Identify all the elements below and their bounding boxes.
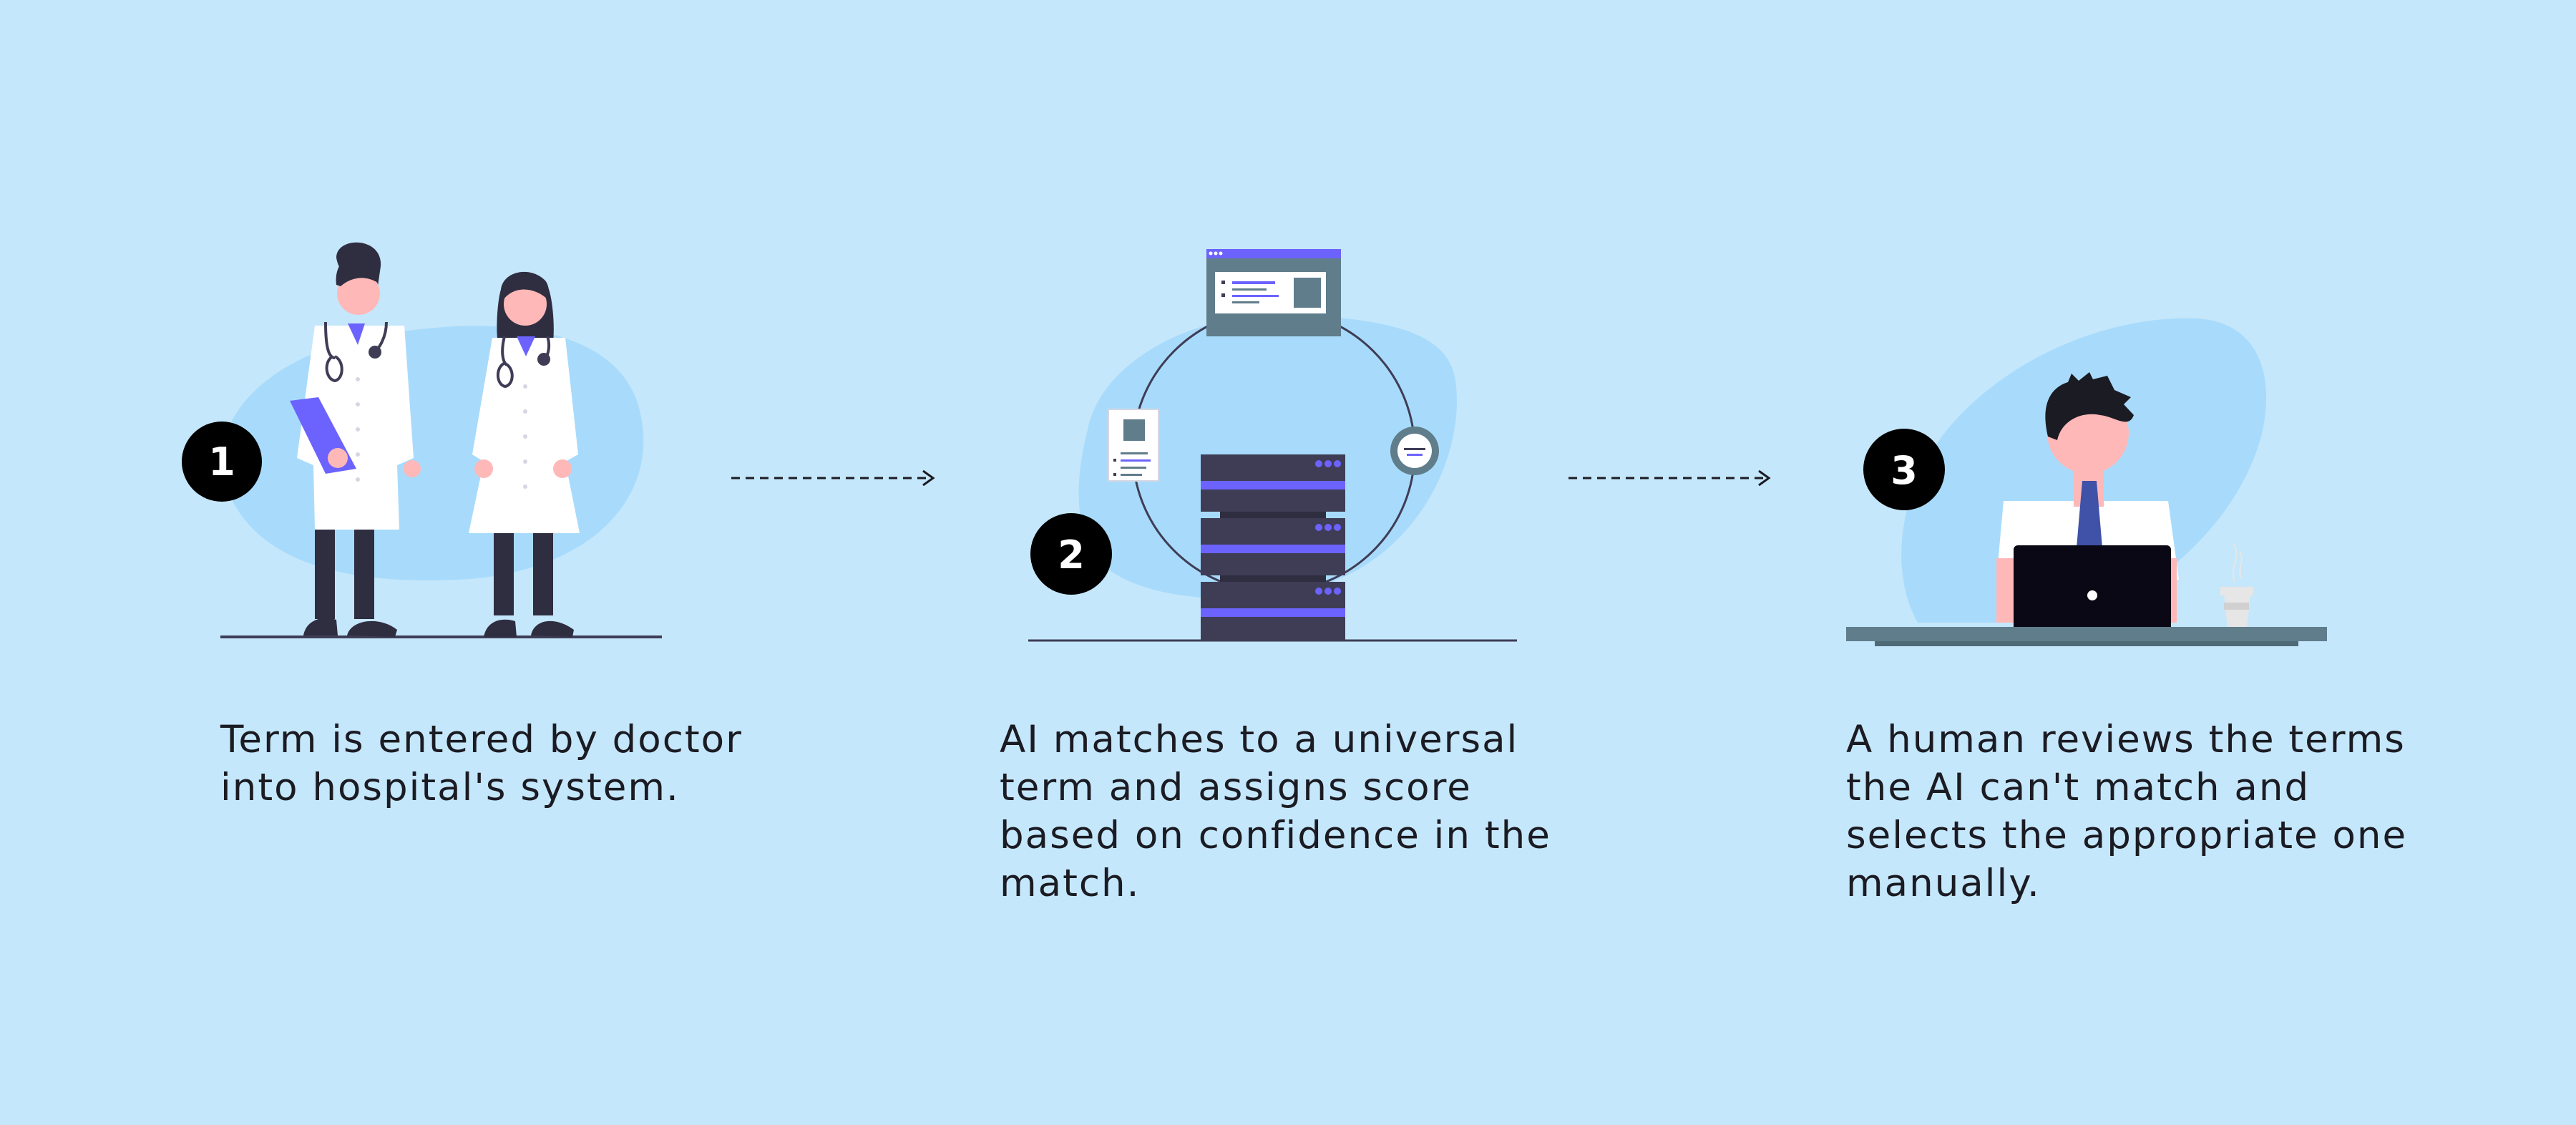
hair-shape — [2045, 372, 2134, 440]
server-rack-icon — [1201, 454, 1345, 641]
step-2-number: 2 — [1058, 532, 1085, 578]
step-2-badge: 2 — [1030, 513, 1112, 595]
browser-window-icon — [1206, 249, 1341, 336]
male-doctor-figure — [290, 242, 421, 637]
coffee-cup-icon — [2220, 543, 2253, 628]
step-3-illustration: 3 — [1846, 318, 2327, 646]
step-3-number: 3 — [1890, 448, 1918, 493]
step-3-description: A human reviews the terms the AI can't m… — [1846, 718, 2408, 905]
step-3-badge: 3 — [1863, 429, 1945, 510]
scan-gauge-icon — [1390, 427, 1439, 475]
document-icon — [1108, 409, 1159, 482]
step-1-number: 1 — [208, 439, 235, 484]
step-2-illustration: 2 — [1028, 249, 1517, 642]
desk-shape — [1846, 627, 2327, 646]
step-2-description: AI matches to a universal term and assig… — [1000, 718, 1551, 905]
dashed-arrow-icon — [731, 469, 935, 487]
dashed-arrow-icon — [1568, 469, 1771, 487]
female-doctor-figure — [469, 271, 580, 637]
blob-shape — [221, 326, 644, 581]
step-1-illustration: 1 — [182, 242, 662, 638]
step-1-badge: 1 — [182, 422, 262, 502]
laptop-icon — [2014, 545, 2171, 631]
step-1-description: Term is entered by doctor into hospital'… — [220, 718, 743, 809]
